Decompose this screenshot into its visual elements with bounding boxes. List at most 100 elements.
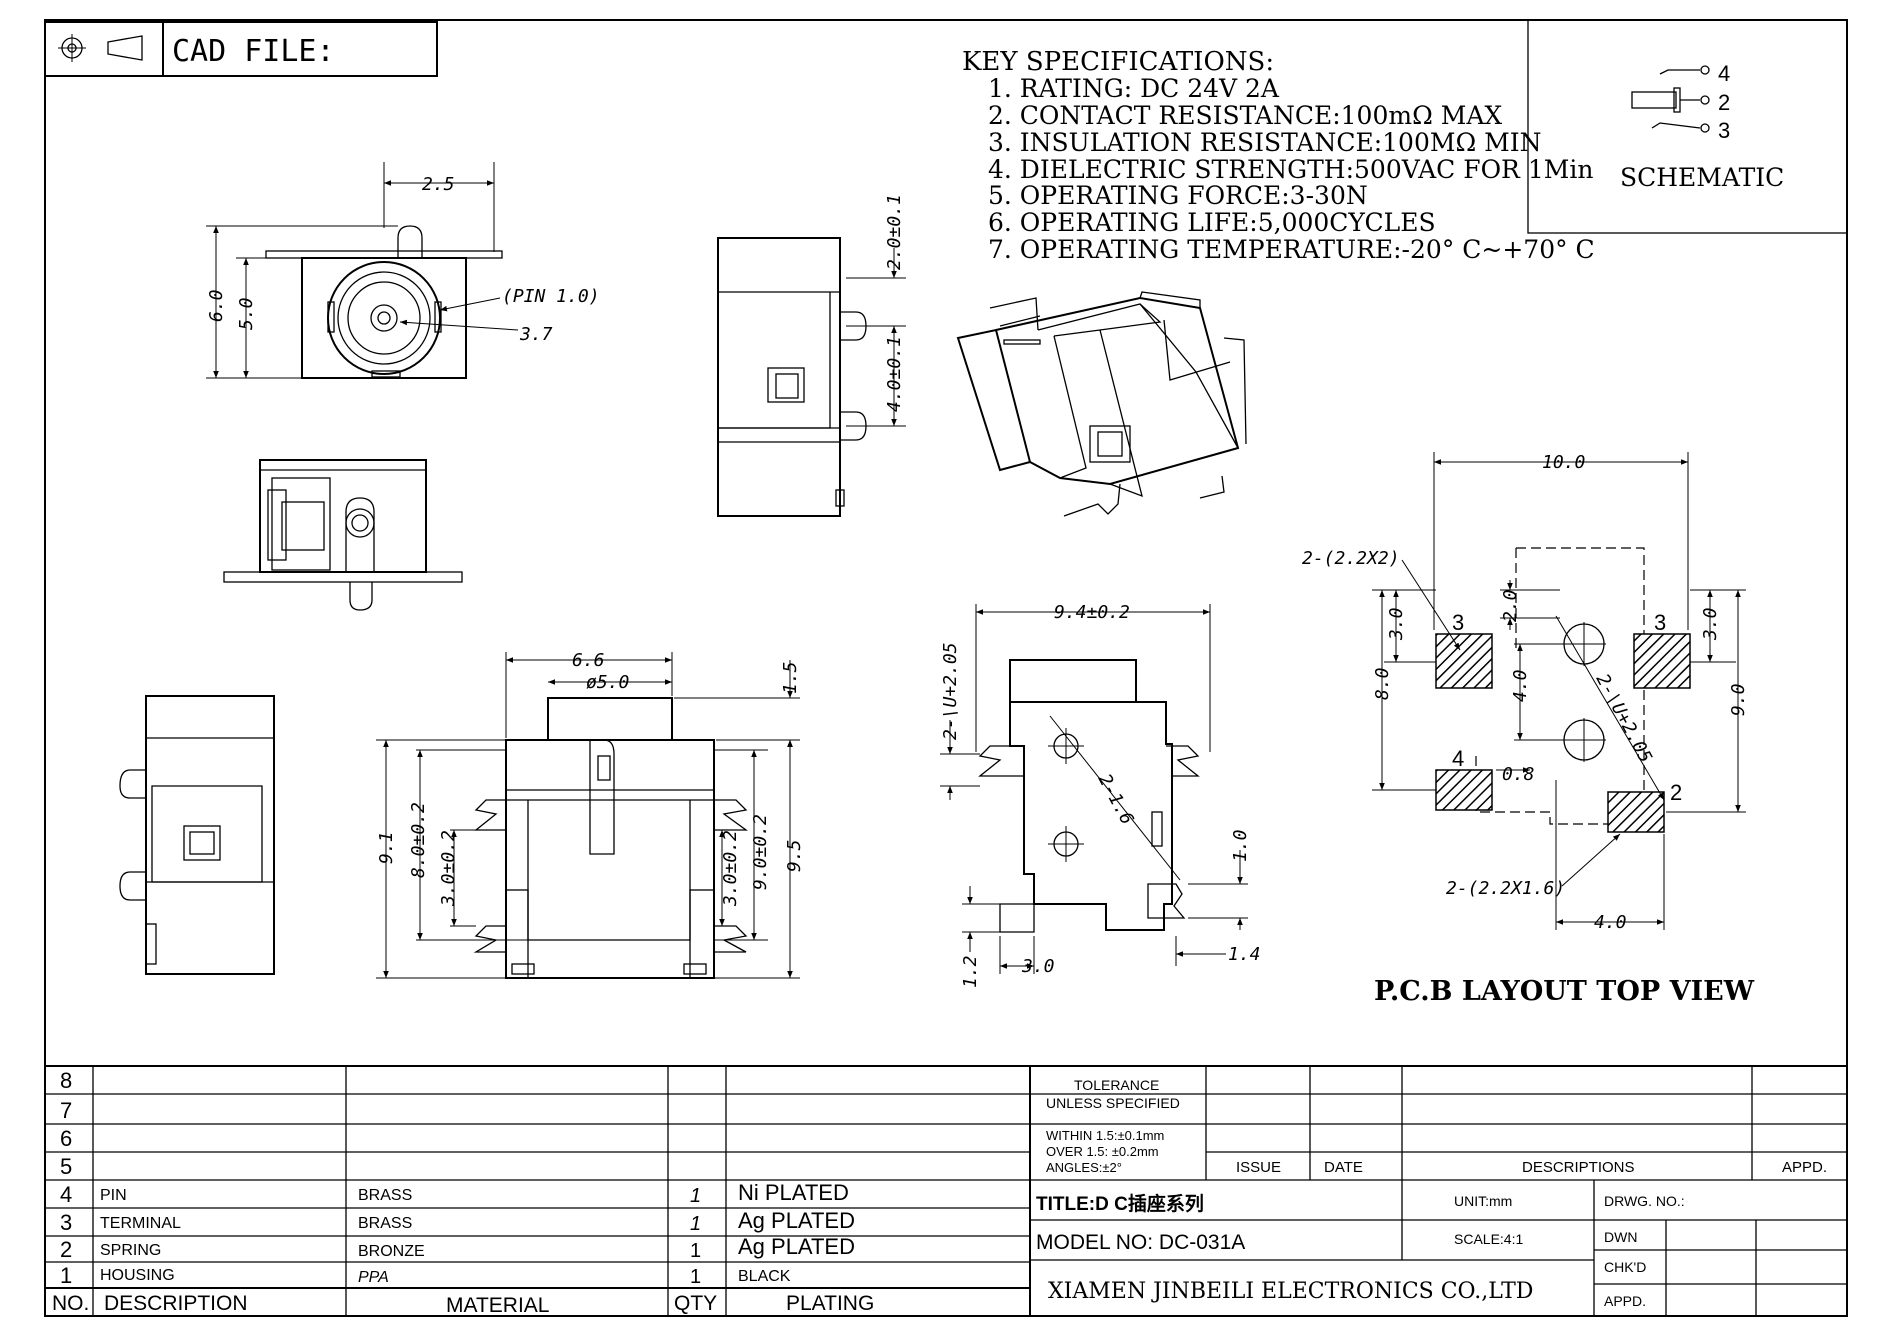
isometric-view bbox=[956, 291, 1247, 517]
key-spec-item: 1. RATING: DC 24V 2A bbox=[988, 74, 1280, 103]
cad-file-label: CAD FILE: bbox=[172, 34, 335, 69]
column-header: QTY bbox=[674, 1292, 717, 1315]
cad-header: CAD FILE: bbox=[44, 21, 438, 77]
company-name: XIAMEN JINBEILI ELECTRONICS CO.,LTD bbox=[1048, 1279, 1533, 1304]
dim-label: 2.0±0.1 bbox=[884, 194, 905, 270]
approved-label: APPD. bbox=[1604, 1293, 1646, 1309]
dim-label: 9.0 bbox=[1728, 683, 1749, 716]
bottom-view: 6.6 ø5.0 1.5 9.1 8.0±0.2 3.0±0.2 3.0±0.2… bbox=[376, 650, 805, 979]
dim-label: 6.6 bbox=[572, 650, 605, 671]
dim-label: 2.5 bbox=[422, 174, 455, 195]
dim-label: 0.8 bbox=[1502, 764, 1535, 785]
schematic-pin-label: 3 bbox=[1718, 118, 1730, 143]
dim-label: 9.1 bbox=[376, 831, 397, 864]
schematic-label: SCHEMATIC bbox=[1620, 163, 1784, 192]
left-side-view bbox=[119, 695, 275, 975]
dim-label: 2-(2.2X2) bbox=[1302, 548, 1400, 569]
drawing-title: TITLE:D C插座系列 bbox=[1036, 1192, 1204, 1215]
key-spec-item: 4. DIELECTRIC STRENGTH:500VAC FOR 1Min bbox=[988, 155, 1593, 184]
date-header: DATE bbox=[1324, 1159, 1363, 1176]
side-view: 2.0±0.1 4.0±0.1 bbox=[717, 194, 906, 517]
scale-label: SCALE:4:1 bbox=[1454, 1231, 1523, 1247]
dim-label: 1.5 bbox=[780, 661, 801, 694]
svg-text:SPRING: SPRING bbox=[100, 1242, 161, 1259]
dim-label: 4.0 bbox=[1510, 669, 1531, 702]
drawing-number-label: DRWG. NO.: bbox=[1604, 1193, 1685, 1209]
dim-label: 10.0 bbox=[1542, 452, 1585, 473]
dim-label: 9.4±0.2 bbox=[1054, 602, 1130, 623]
column-header: MATERIAL bbox=[446, 1294, 549, 1317]
svg-text:BLACK: BLACK bbox=[738, 1268, 791, 1285]
svg-text:BRASS: BRASS bbox=[358, 1187, 412, 1204]
dim-label: 3.0 bbox=[1700, 607, 1721, 641]
dim-label: 8.0 bbox=[1372, 667, 1393, 700]
svg-text:3: 3 bbox=[60, 1210, 72, 1235]
dim-label: 1.0 bbox=[1230, 829, 1251, 862]
svg-text:Ag PLATED: Ag PLATED bbox=[738, 1234, 855, 1259]
pad-label: 2 bbox=[1670, 780, 1682, 805]
svg-text:BRONZE: BRONZE bbox=[358, 1243, 425, 1260]
key-spec-item: 7. OPERATING TEMPERATURE:-20° C~+70° C bbox=[988, 235, 1595, 264]
svg-text:1: 1 bbox=[690, 1266, 701, 1288]
schematic-box: 4 2 3 SCHEMATIC bbox=[1527, 19, 1848, 234]
key-spec-item: 6. OPERATING LIFE:5,000CYCLES bbox=[988, 208, 1436, 237]
column-header: NO. bbox=[52, 1292, 89, 1315]
schematic-pin-label: 2 bbox=[1718, 90, 1730, 115]
svg-text:Ag PLATED: Ag PLATED bbox=[738, 1208, 855, 1233]
table-row: 2 SPRING BRONZE 1 Ag PLATED bbox=[60, 1234, 855, 1262]
dim-label: 3.0±0.2 bbox=[438, 830, 459, 907]
model-number: MODEL NO: DC-031A bbox=[1036, 1231, 1245, 1254]
key-spec-title: KEY SPECIFICATIONS: bbox=[962, 47, 1274, 77]
dim-label: 3.0 bbox=[1021, 956, 1055, 977]
dim-label: 4.0 bbox=[1594, 912, 1627, 933]
dim-label: 3.0±0.2 bbox=[720, 830, 741, 907]
jack-symbol-icon bbox=[1631, 65, 1710, 133]
drawn-label: DWN bbox=[1604, 1229, 1637, 1245]
sheet-border bbox=[44, 19, 1848, 1317]
dim-label: 2-(2.2X1.6) bbox=[1446, 878, 1565, 899]
dim-label: 1.2 bbox=[960, 955, 981, 988]
svg-text:PIN: PIN bbox=[100, 1187, 127, 1204]
tolerance-subtitle: UNLESS SPECIFIED bbox=[1046, 1095, 1180, 1111]
dim-label: 8.0±0.2 bbox=[408, 802, 429, 878]
svg-text:1: 1 bbox=[690, 1240, 701, 1262]
pad-label: 3 bbox=[1654, 610, 1666, 635]
tolerance-line: WITHIN 1.5:±0.1mm bbox=[1046, 1128, 1164, 1143]
svg-text:BRASS: BRASS bbox=[358, 1215, 412, 1232]
svg-text:1: 1 bbox=[690, 1213, 701, 1235]
pad-label: 3 bbox=[1452, 610, 1464, 635]
row-number: 6 bbox=[60, 1126, 72, 1151]
column-header: PLATING bbox=[786, 1292, 874, 1315]
pcb-layout-title: P.C.B LAYOUT TOP VIEW bbox=[1374, 976, 1755, 1007]
row-number: 8 bbox=[60, 1068, 72, 1093]
dim-label: 3.7 bbox=[519, 324, 553, 345]
dim-label: 2-\U+2.05 bbox=[940, 642, 961, 740]
tolerance-line: ANGLES:±2° bbox=[1046, 1160, 1122, 1175]
parts-table: 8 7 6 5 4 PIN BRASS 1 Ni PLATED 3 TERMIN… bbox=[45, 1065, 1847, 1317]
dim-label: 2-1.6 bbox=[1094, 770, 1138, 828]
title-block: TOLERANCE UNLESS SPECIFIED WITHIN 1.5:±0… bbox=[1030, 1066, 1847, 1316]
pcb-layout-view: 3 3 4 2 10.0 2-(2.2X2) 3.0 2.0 3.0 8.0 4… bbox=[1302, 452, 1755, 1007]
key-spec-item: 2. CONTACT RESISTANCE:100mΩ MAX bbox=[988, 101, 1502, 130]
unit-label: UNIT:mm bbox=[1454, 1193, 1512, 1209]
dim-label: 9.0±0.2 bbox=[750, 814, 771, 890]
descriptions-header: DESCRIPTIONS bbox=[1522, 1159, 1635, 1176]
key-specifications: KEY SPECIFICATIONS: 1. RATING: DC 24V 2A… bbox=[962, 47, 1595, 264]
svg-text:1: 1 bbox=[60, 1263, 72, 1288]
row-number: 5 bbox=[60, 1154, 72, 1179]
dim-label: 6.0 bbox=[206, 289, 227, 322]
dim-label: 3.0 bbox=[1386, 607, 1407, 641]
dim-label: 4.0±0.1 bbox=[884, 336, 905, 412]
dim-label: 2.0 bbox=[1500, 589, 1521, 622]
key-spec-item: 5. OPERATING FORCE:3-30N bbox=[988, 181, 1368, 210]
dim-label: 5.0 bbox=[236, 297, 257, 330]
svg-text:4: 4 bbox=[60, 1182, 72, 1207]
svg-text:PPA: PPA bbox=[358, 1269, 389, 1286]
row-number: 7 bbox=[60, 1098, 72, 1123]
tolerance-title: TOLERANCE bbox=[1074, 1077, 1159, 1093]
pad-label: 4 bbox=[1452, 746, 1464, 771]
svg-text:TERMINAL: TERMINAL bbox=[100, 1215, 181, 1232]
dim-label: (PIN 1.0) bbox=[502, 286, 600, 307]
dim-label: ø5.0 bbox=[586, 672, 629, 693]
